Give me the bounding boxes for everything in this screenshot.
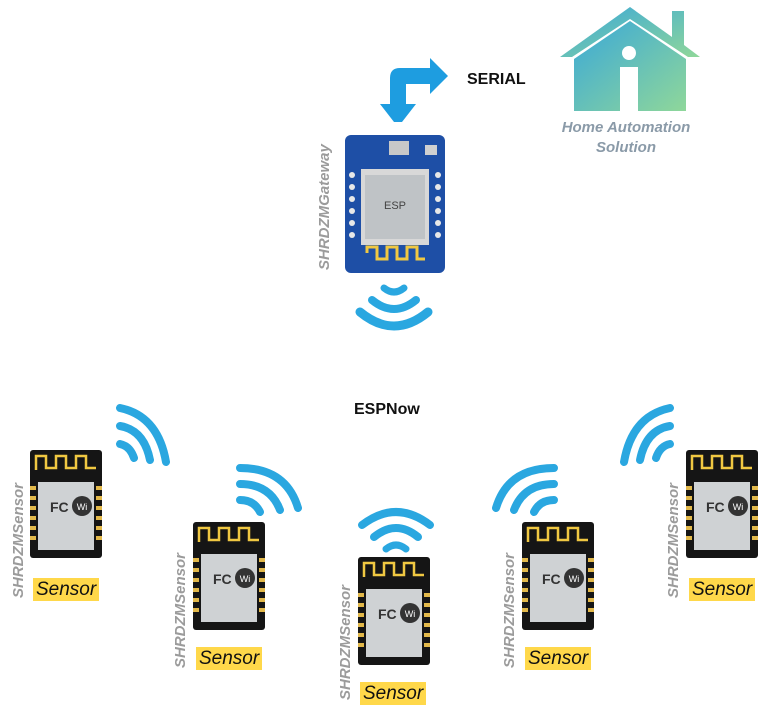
svg-text:FC: FC xyxy=(213,571,232,587)
gateway-board: ESP xyxy=(345,135,445,273)
wifi-signal-icon xyxy=(116,404,170,466)
wifi-signal-icon xyxy=(620,404,674,466)
serial-arrow-icon xyxy=(380,58,448,122)
home-automation-line2: Solution xyxy=(596,139,656,156)
home-automation-line1: Home Automation xyxy=(561,119,691,136)
wifi-signal-icon xyxy=(358,508,434,553)
svg-text:Wi: Wi xyxy=(569,574,580,584)
svg-text:FC: FC xyxy=(542,571,561,587)
svg-text:FC: FC xyxy=(706,499,725,515)
esp-module: FC Wi xyxy=(686,450,758,558)
sensor-vertical-label: SHRDZMSensor xyxy=(172,552,189,668)
svg-text:FC: FC xyxy=(50,499,69,515)
sensor-tag: Sensor xyxy=(196,647,263,670)
svg-text:Wi: Wi xyxy=(733,502,744,512)
svg-text:Wi: Wi xyxy=(77,502,88,512)
esp-module: FC Wi xyxy=(30,450,102,558)
espnow-label: ESPNow xyxy=(354,401,420,418)
svg-text:FC: FC xyxy=(378,606,397,622)
wifi-signal-icon xyxy=(355,284,433,331)
sensor-vertical-label: SHRDZMSensor xyxy=(10,482,27,598)
sensor-vertical-label: SHRDZMSensor xyxy=(501,552,518,668)
svg-text:ESP: ESP xyxy=(384,200,406,212)
sensor-tag: Sensor xyxy=(360,682,427,705)
sensor-tag: Sensor xyxy=(33,578,100,601)
wifi-signal-icon xyxy=(492,464,558,516)
wifi-signal-icon xyxy=(236,464,302,516)
serial-label: SERIAL xyxy=(467,71,526,88)
gateway-vertical-label: SHRDZMGateway xyxy=(316,144,333,270)
sensor-vertical-label: SHRDZMSensor xyxy=(337,584,354,700)
esp-module: FC Wi xyxy=(358,557,430,665)
sensor-tag: Sensor xyxy=(525,647,592,670)
home-automation-icon xyxy=(560,7,700,111)
esp-module: FC Wi xyxy=(193,522,265,630)
sensor-tag: Sensor xyxy=(689,578,756,601)
sensor-vertical-label: SHRDZMSensor xyxy=(665,482,682,598)
svg-text:Wi: Wi xyxy=(405,609,416,619)
svg-text:Wi: Wi xyxy=(240,574,251,584)
esp-module: FC Wi xyxy=(522,522,594,630)
